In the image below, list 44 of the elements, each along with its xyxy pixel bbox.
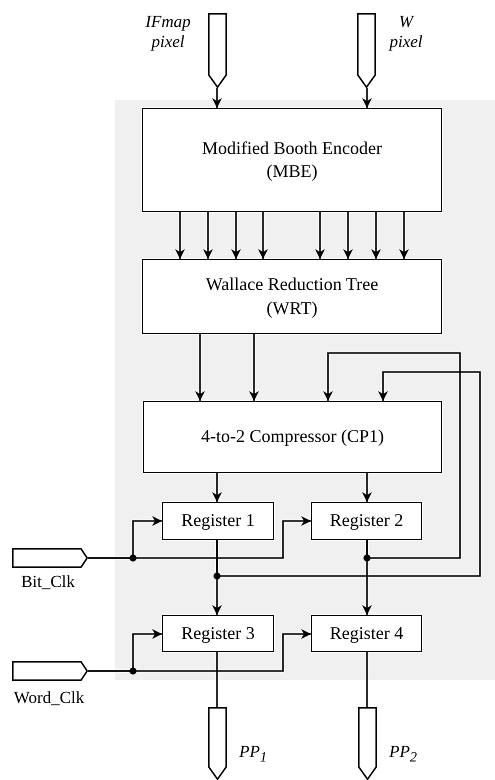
block-box xyxy=(143,401,442,473)
block-box xyxy=(162,502,274,540)
signal-label: IFmap pixel xyxy=(144,12,192,52)
block-label: Wallace Reduction Tree (WRT) xyxy=(204,273,380,320)
port-symbol xyxy=(208,707,227,780)
block-label: Modified Booth Encoder (MBE) xyxy=(201,136,383,183)
connector-arrow xyxy=(323,352,461,559)
connector-arrow xyxy=(258,212,268,259)
connector-arrow xyxy=(88,516,311,559)
connector-arrow xyxy=(212,88,222,108)
connector-arrow xyxy=(212,473,222,502)
connector-arrow xyxy=(399,212,409,259)
connector-arrow xyxy=(343,212,353,259)
connector-arrow xyxy=(315,212,325,259)
block-box xyxy=(142,259,442,334)
connector-arrow xyxy=(195,334,205,401)
block-label: Register 4 xyxy=(328,622,404,645)
signal-label: PP$_{2}$ xyxy=(388,742,418,766)
block-box xyxy=(311,502,422,540)
block-label: Register 2 xyxy=(328,509,404,532)
connector-arrow xyxy=(175,212,185,259)
port-symbol xyxy=(12,661,88,681)
connector-arrow xyxy=(371,212,381,259)
block-box xyxy=(162,615,274,652)
connector-arrow xyxy=(216,371,481,577)
block-box xyxy=(142,108,442,212)
port-symbol xyxy=(208,13,227,88)
connector-arrow xyxy=(249,334,259,401)
block-box xyxy=(311,615,422,652)
signal-label: Bit_Clk xyxy=(20,572,76,592)
signal-label: PP$_{1}$ xyxy=(238,742,268,766)
connector-arrow xyxy=(362,88,372,108)
port-symbol xyxy=(12,548,88,568)
connector-arrow xyxy=(231,212,241,259)
port-symbol xyxy=(358,707,377,780)
signal-label: W pixel xyxy=(388,12,424,52)
connector-arrow xyxy=(362,473,372,502)
connector-arrow xyxy=(203,212,213,259)
connector-arrow xyxy=(88,629,311,672)
block-label: Register 3 xyxy=(180,622,256,645)
block-label: Register 1 xyxy=(180,509,256,532)
port-symbol xyxy=(357,13,376,88)
signal-label: Word_Clk xyxy=(12,688,86,708)
block-label: 4-to-2 Compressor (CP1) xyxy=(200,425,385,448)
